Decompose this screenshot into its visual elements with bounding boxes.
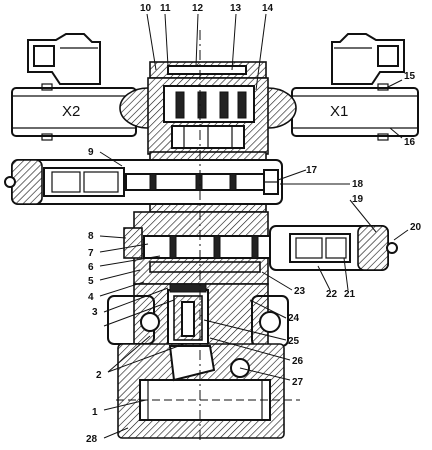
callout-25: 25 — [288, 336, 300, 347]
callout-21: 21 — [344, 289, 356, 300]
solenoid-x2: X2 — [11, 83, 137, 141]
callout-26: 26 — [292, 356, 304, 367]
callout-numbers: 10 11 12 13 14 15 16 9 17 18 19 20 8 7 6… — [86, 3, 422, 445]
callout-leaders — [99, 13, 409, 439]
callout-20: 20 — [410, 222, 422, 233]
lower-valve-body — [123, 211, 398, 285]
upper-valve-body — [4, 151, 283, 213]
callout-4: 4 — [88, 292, 94, 303]
pilot-valve-head — [119, 61, 297, 155]
callout-24: 24 — [288, 313, 300, 324]
callout-17: 17 — [306, 165, 318, 176]
callout-15: 15 — [404, 71, 416, 82]
callout-23: 23 — [294, 286, 306, 297]
callout-12: 12 — [192, 3, 204, 14]
solenoid-x2-label: X2 — [62, 103, 80, 120]
callout-8: 8 — [88, 231, 94, 242]
callout-2: 2 — [96, 370, 102, 381]
right-connector-plug — [331, 33, 405, 85]
callout-9: 9 — [88, 147, 94, 158]
callout-13: 13 — [230, 3, 242, 14]
callout-10: 10 — [140, 3, 152, 14]
valve-base — [107, 283, 289, 349]
left-connector-plug — [27, 33, 101, 85]
callout-14: 14 — [262, 3, 274, 14]
callout-28: 28 — [86, 434, 98, 445]
callout-22: 22 — [326, 289, 338, 300]
callout-16: 16 — [404, 137, 416, 148]
callout-1: 1 — [92, 407, 98, 418]
solenoid-x1-label: X1 — [330, 103, 348, 120]
callout-5: 5 — [88, 276, 94, 287]
callout-18: 18 — [352, 179, 364, 190]
callout-3: 3 — [92, 307, 98, 318]
callout-6: 6 — [88, 262, 94, 273]
callout-11: 11 — [160, 3, 171, 14]
callout-19: 19 — [352, 194, 364, 205]
callout-27: 27 — [292, 377, 304, 388]
bottom-port-body — [116, 30, 300, 440]
solenoid-x1: X1 — [291, 83, 419, 141]
callout-7: 7 — [88, 248, 94, 259]
